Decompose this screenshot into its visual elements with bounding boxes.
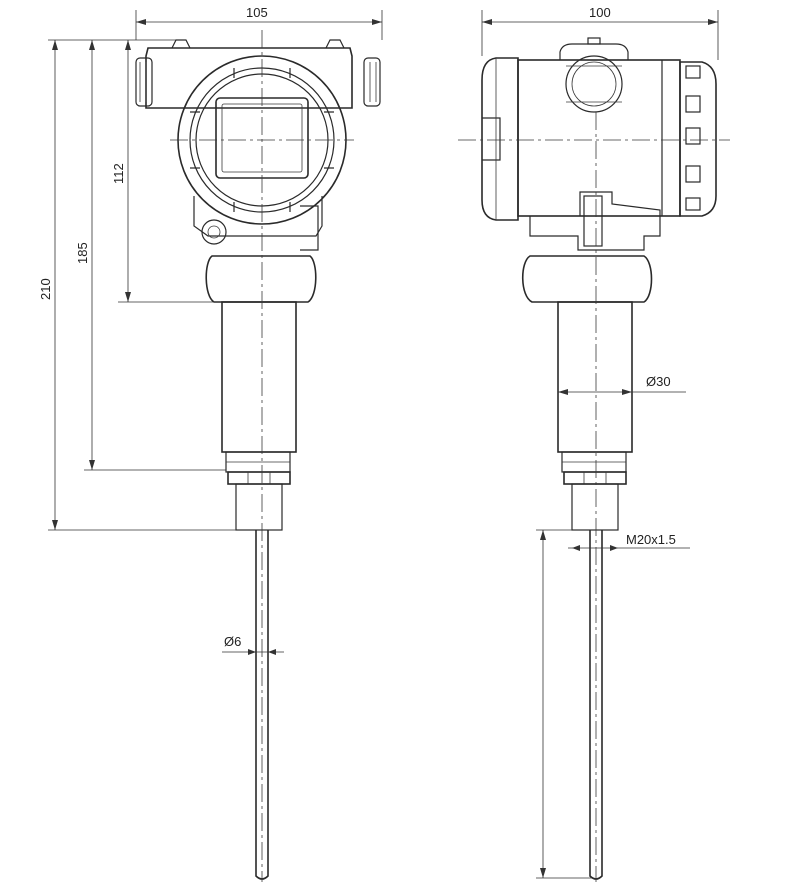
front-neck-tube: [221, 301, 297, 453]
neck-diameter-label: Ø30: [646, 374, 671, 389]
front-right-gland: [363, 57, 381, 107]
side-top-gland: [559, 43, 629, 60]
front-ground-screw: [201, 219, 227, 245]
front-view: [135, 30, 381, 882]
thread-label: M20x1.5: [626, 532, 676, 547]
side-rear-cap: [481, 57, 519, 221]
front-neck-flare: [205, 255, 317, 303]
side-front-cover: [679, 61, 717, 217]
front-width-label: 105: [246, 5, 268, 20]
total-height-label: 210: [38, 278, 53, 300]
side-neck-tube: [557, 301, 633, 453]
front-dimensions: 105 210 185 112 Ø6: [38, 5, 383, 655]
side-neck-flare: [521, 255, 653, 303]
side-hex-nut: [563, 471, 627, 485]
side-width-label: 100: [589, 5, 611, 20]
front-thread: [235, 483, 283, 531]
front-housing-top: [145, 47, 353, 109]
front-hex-nut: [227, 471, 291, 485]
side-dimensions: 100 Ø30 M20x1.5: [481, 5, 719, 879]
front-left-gland: [135, 57, 153, 107]
head-height-label: 112: [111, 163, 126, 184]
mid-height-label: 185: [75, 242, 90, 264]
front-housing-body: [193, 196, 323, 237]
probe-diameter-label: Ø6: [224, 634, 241, 649]
side-thread: [571, 483, 619, 531]
side-view: [458, 37, 730, 882]
side-bracket: [529, 191, 661, 251]
